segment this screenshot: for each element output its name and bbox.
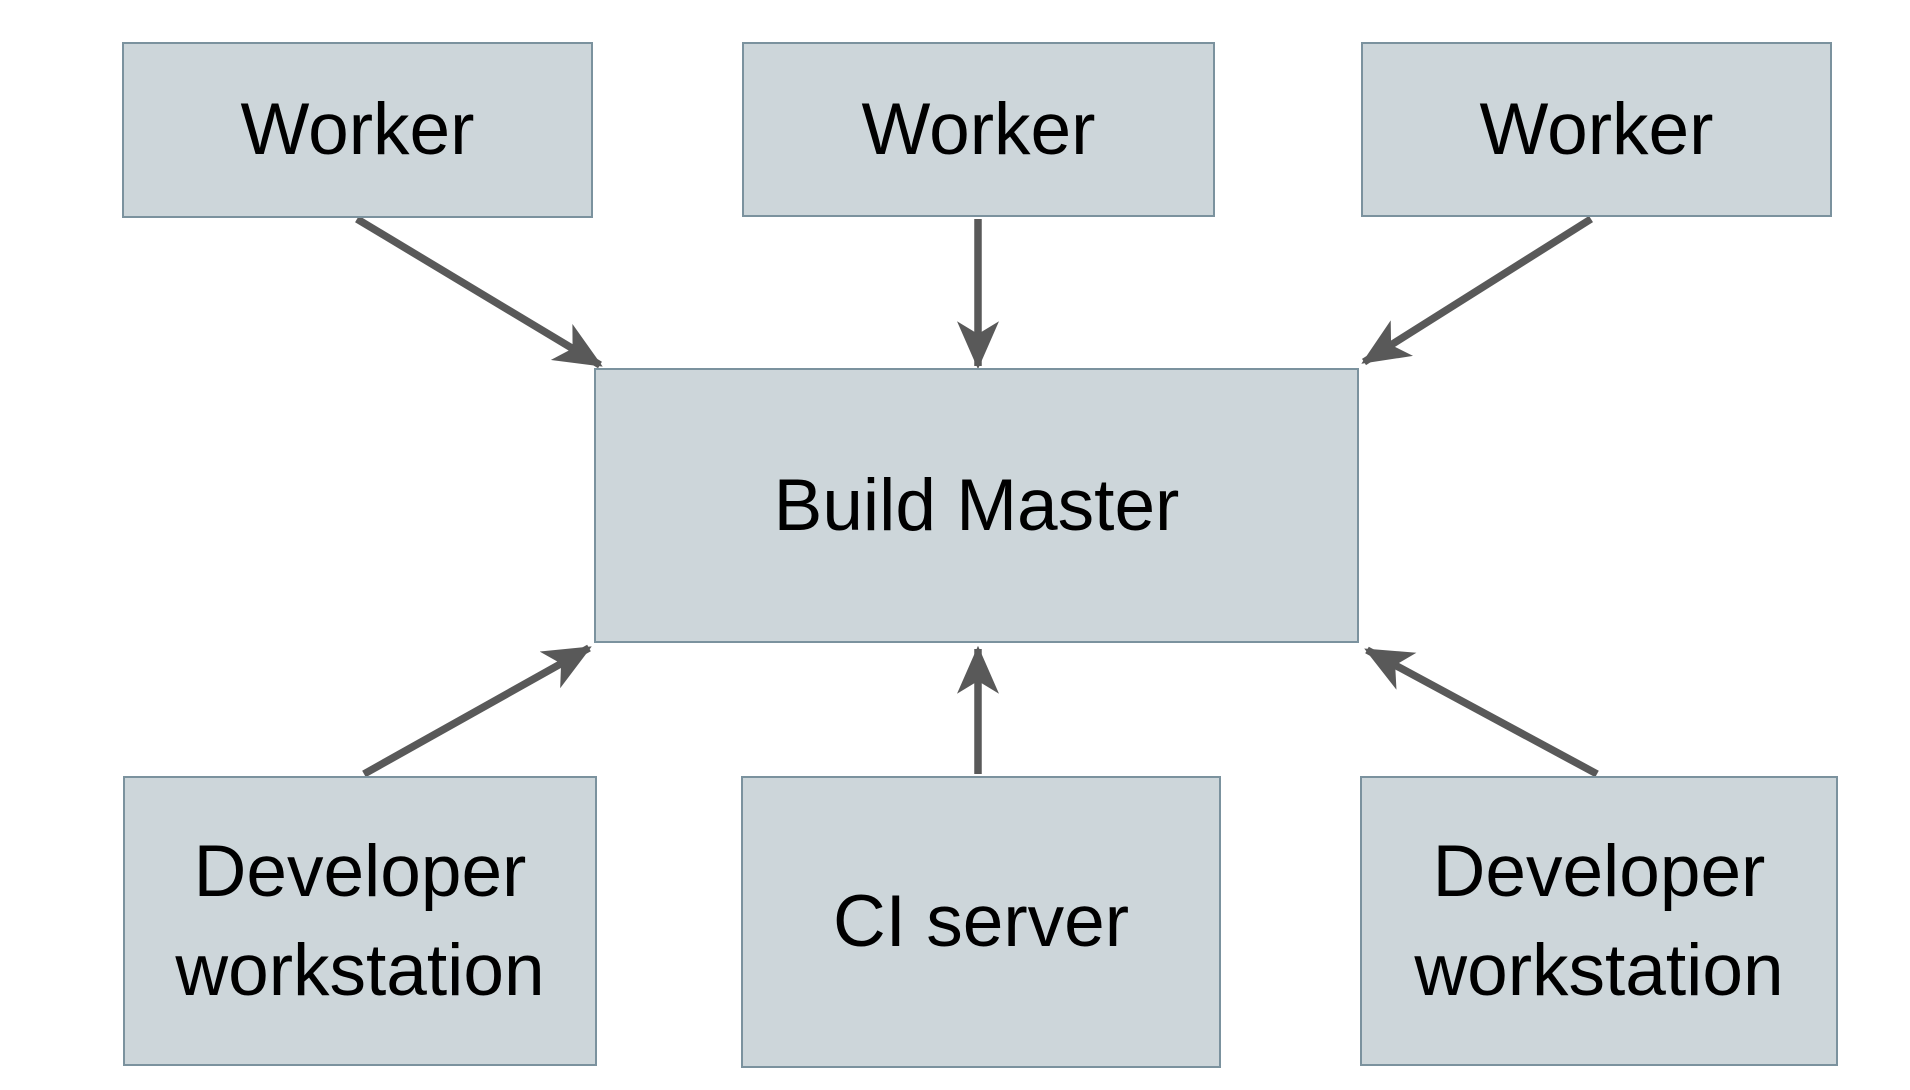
node-worker-3: Worker <box>1361 42 1832 217</box>
node-developer-workstation-right: Developer workstation <box>1360 776 1838 1066</box>
node-developer-workstation-left: Developer workstation <box>123 776 597 1066</box>
node-label-developer-workstation-right: Developer workstation <box>1414 830 1784 1011</box>
node-worker-2: Worker <box>742 42 1215 217</box>
node-label-build-master: Build Master <box>773 464 1180 546</box>
arrow-lines <box>355 215 1599 778</box>
node-label-worker-3: Worker <box>1479 88 1714 170</box>
node-worker-1: Worker <box>122 42 593 218</box>
arrow-developer-workstation-right-to-build-master <box>1364 646 1599 778</box>
arrow-developer-workstation-left-to-build-master <box>362 644 592 778</box>
node-label-worker-1: Worker <box>240 89 475 171</box>
node-build-master: Build Master <box>594 368 1359 643</box>
node-label-worker-2: Worker <box>861 88 1096 170</box>
node-ci-server: CI server <box>741 776 1221 1068</box>
arrow-worker-1-to-build-master <box>355 215 603 369</box>
node-label-ci-server: CI server <box>832 881 1130 963</box>
node-label-developer-workstation-left: Developer workstation <box>175 830 545 1011</box>
arrow-worker-3-to-build-master <box>1361 215 1593 366</box>
